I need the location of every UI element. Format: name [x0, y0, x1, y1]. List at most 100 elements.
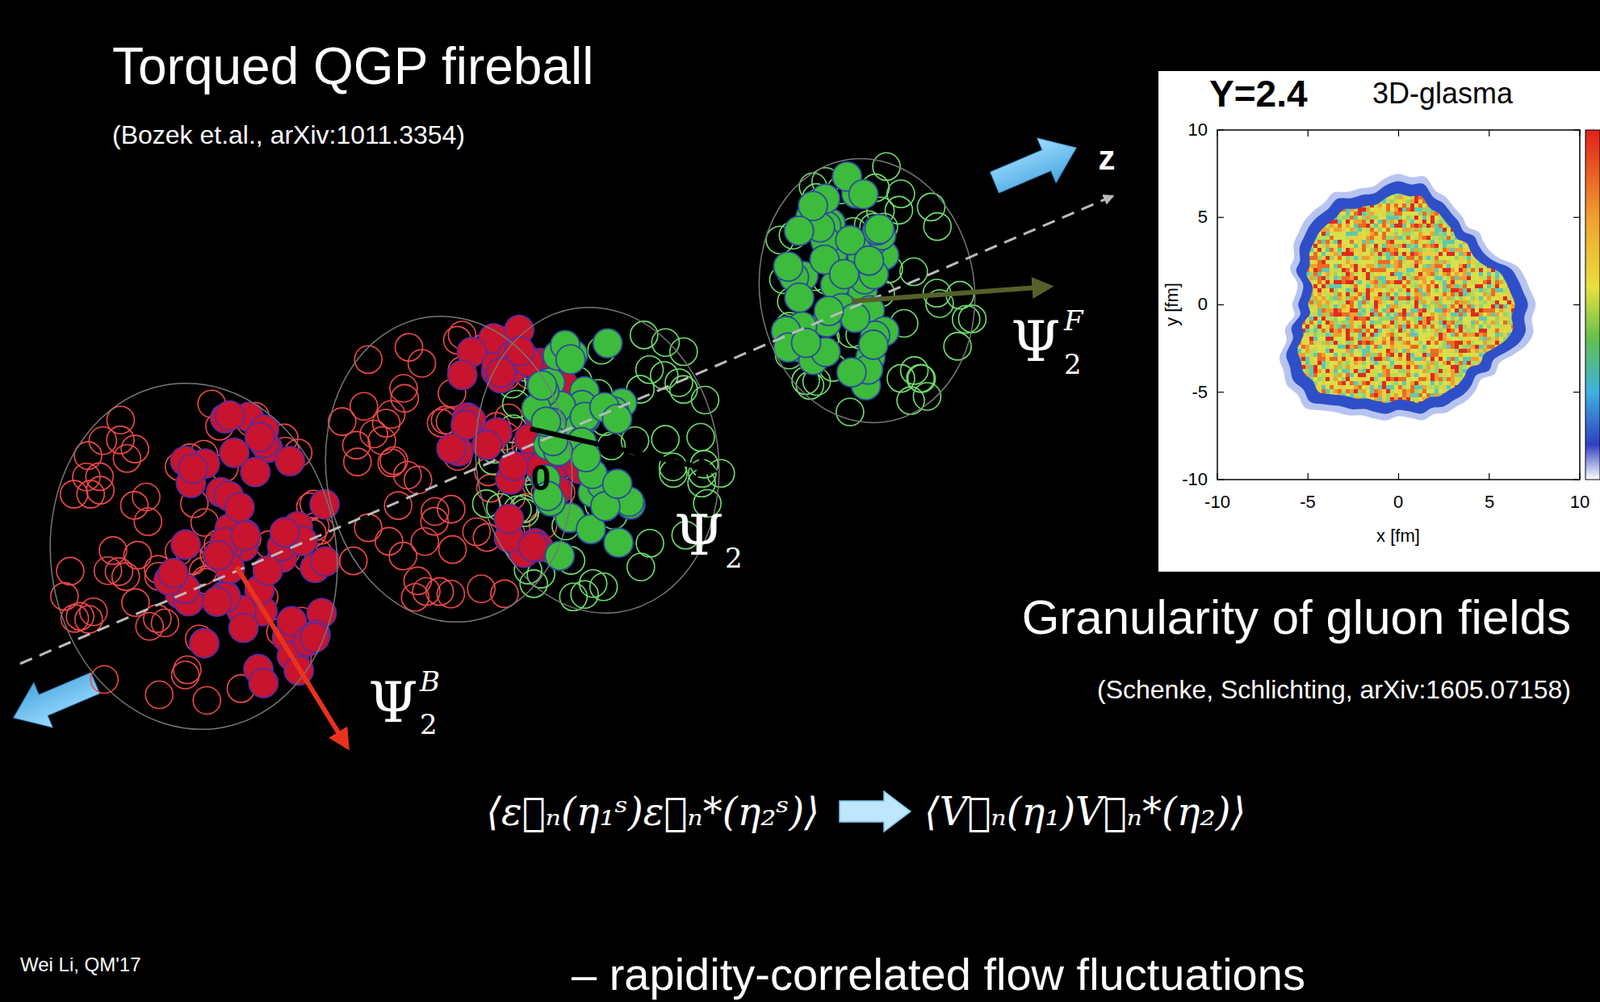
axis-label: z [1098, 139, 1116, 177]
participant-nucleon [253, 556, 283, 586]
spectator-nucleon [651, 425, 679, 453]
participant-nucleon [784, 216, 814, 246]
z-axis [20, 196, 1113, 664]
spectator-nucleon [412, 578, 440, 606]
glasma-field [1269, 175, 1528, 434]
tick-label: 5 [1484, 492, 1495, 512]
participant-nucleon [784, 283, 814, 313]
subscript: 2 [419, 709, 438, 740]
participant-nucleon [203, 540, 233, 570]
symbol: Ψ [1010, 310, 1060, 373]
spectator-nucleon [134, 507, 162, 536]
spectator-nucleon [559, 582, 587, 611]
origin-label: 0 [531, 458, 551, 498]
panel-title: Y=2.4 [1209, 73, 1308, 115]
spectator-nucleon [393, 461, 422, 490]
spectator-nucleon [120, 491, 148, 520]
caption-line: – rapidity-correlated flow fluctuations [571, 949, 1306, 1000]
heading: Torqued QGP fireball [112, 37, 594, 95]
spectator-nucleon [462, 518, 491, 546]
spectator-nucleon [56, 557, 84, 585]
participant-nucleon [215, 401, 245, 431]
plot-frame [1217, 129, 1580, 480]
participant-nucleon [275, 446, 305, 476]
spectator-nucleon [60, 480, 88, 508]
tick-label: -10 [1204, 492, 1231, 512]
tick-label: 0 [1393, 492, 1404, 512]
participant-nucleon [571, 442, 601, 472]
spectator-nucleon [408, 349, 436, 377]
disc-outline [456, 291, 739, 629]
symbol: Ψ [674, 504, 724, 567]
participant-nucleon [225, 492, 255, 522]
spectator-nucleon [887, 364, 915, 393]
disc-outline [305, 300, 592, 639]
participant-nucleon [300, 623, 330, 653]
participant-nucleon [486, 358, 516, 388]
direction-arrow [4, 660, 105, 740]
participant-nucleon [178, 453, 208, 483]
spectator-nucleon [86, 476, 114, 504]
spectator-nucleon [350, 392, 378, 420]
spectator-nucleon [123, 541, 151, 570]
participant-nucleon [245, 422, 275, 452]
forward-disc [741, 144, 992, 437]
participant-nucleon [229, 613, 259, 643]
participant-nucleon [773, 251, 803, 281]
heading: Granularity of gluon fields [1021, 590, 1571, 645]
spectator-nucleon [908, 364, 936, 393]
symbol: Ψ [368, 671, 418, 734]
plot-ticks [1217, 129, 1580, 480]
participant-nucleon [494, 504, 524, 534]
tick-label: -5 [1191, 382, 1208, 403]
spectator-nucleon [389, 542, 417, 570]
superscript: F [1063, 305, 1084, 336]
participant-nucleon [556, 344, 586, 374]
spectator-nucleon [872, 152, 901, 181]
tick-label: -5 [1299, 492, 1316, 512]
spectator-nucleon [113, 444, 141, 473]
participant-nucleon [202, 586, 232, 616]
spectator-nucleon [368, 427, 396, 455]
tick-label: 0 [1197, 294, 1208, 315]
spectator-nucleon [372, 409, 400, 437]
participant-nucleon [448, 360, 478, 390]
spectator-nucleon [896, 386, 925, 415]
spectator-nucleon [112, 562, 140, 591]
tick-label: -10 [1181, 469, 1208, 490]
psi2-forward-arrow [851, 286, 1050, 302]
spectator-nucleon [135, 612, 164, 641]
participant-nucleon [854, 246, 884, 276]
psi2-arrow [530, 428, 715, 471]
panel-title: 3D-glasma [1372, 77, 1513, 110]
glasma-halo [1279, 173, 1536, 420]
spectator-nucleon [173, 656, 202, 684]
spectator-nucleon [923, 213, 951, 241]
participant-nucleon [837, 357, 867, 387]
participant-nucleon [603, 527, 633, 558]
tick-label: 10 [1188, 120, 1208, 140]
spectator-nucleon [99, 536, 127, 565]
spectator-nucleon [467, 574, 495, 603]
participant-nucleon [310, 546, 340, 576]
psi2-backward-arrow [236, 566, 348, 747]
spectator-nucleon [436, 580, 465, 608]
implies-arrow [839, 791, 911, 832]
spectator-nucleon [670, 338, 698, 366]
spectator-nucleon [50, 582, 79, 611]
spectator-nucleon [145, 680, 173, 708]
spectator-nucleon [691, 386, 719, 415]
spectator-nucleon [795, 371, 824, 399]
spectator-nucleon [343, 448, 372, 476]
participant-nucleon [864, 214, 894, 244]
formula: ⟨V⃗ₙ(η₁)V⃗ₙ*(η₂)⟩ [924, 790, 1246, 834]
spectator-nucleon [650, 361, 679, 390]
colorbar [1585, 129, 1600, 480]
spectator-nucleon [121, 435, 149, 463]
spectator-nucleon [952, 305, 981, 333]
spectator-nucleon [917, 192, 945, 221]
axis-title: y [fm] [1162, 282, 1182, 327]
spectator-nucleon [375, 527, 403, 555]
participant-nucleon [159, 558, 189, 588]
